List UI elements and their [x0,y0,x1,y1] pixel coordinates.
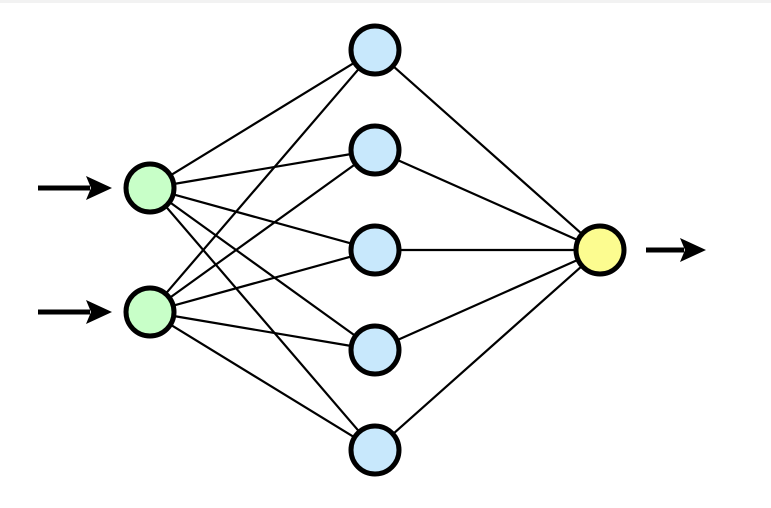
io-arrows-group [38,176,706,324]
input-arrow-bottom-head [86,300,112,324]
edge-h4-o1 [394,258,581,342]
edge-i1-h1 [168,60,357,178]
edge-i1-h2 [171,152,354,186]
input-node-i2[interactable] [123,285,177,339]
output-node-o1[interactable] [573,223,627,277]
top-edge-band [0,0,771,3]
edge-i1-h5 [163,203,362,435]
edge-i2-h5 [168,322,357,440]
hidden-node-h4[interactable] [348,323,402,377]
input-node-i1[interactable] [123,161,177,215]
output-arrow-head [680,238,706,262]
edge-i2-h4 [171,314,354,348]
hidden-node-h5[interactable] [348,423,402,477]
input-arrow-top-head [86,176,112,200]
hidden-node-h2[interactable] [348,123,402,177]
edge-h5-o1 [390,263,585,437]
edge-i1-h3 [170,192,355,246]
edge-i2-h1 [163,65,362,297]
edge-i2-h3 [170,254,355,308]
edge-h1-o1 [390,63,585,237]
edges-group [163,60,585,440]
hidden-node-h3[interactable] [348,223,402,277]
hidden-node-h1[interactable] [348,23,402,77]
edge-h2-o1 [394,158,581,242]
edge-i1-h4 [167,200,358,338]
edge-i2-h2 [167,162,358,300]
nodes-group [123,23,627,477]
